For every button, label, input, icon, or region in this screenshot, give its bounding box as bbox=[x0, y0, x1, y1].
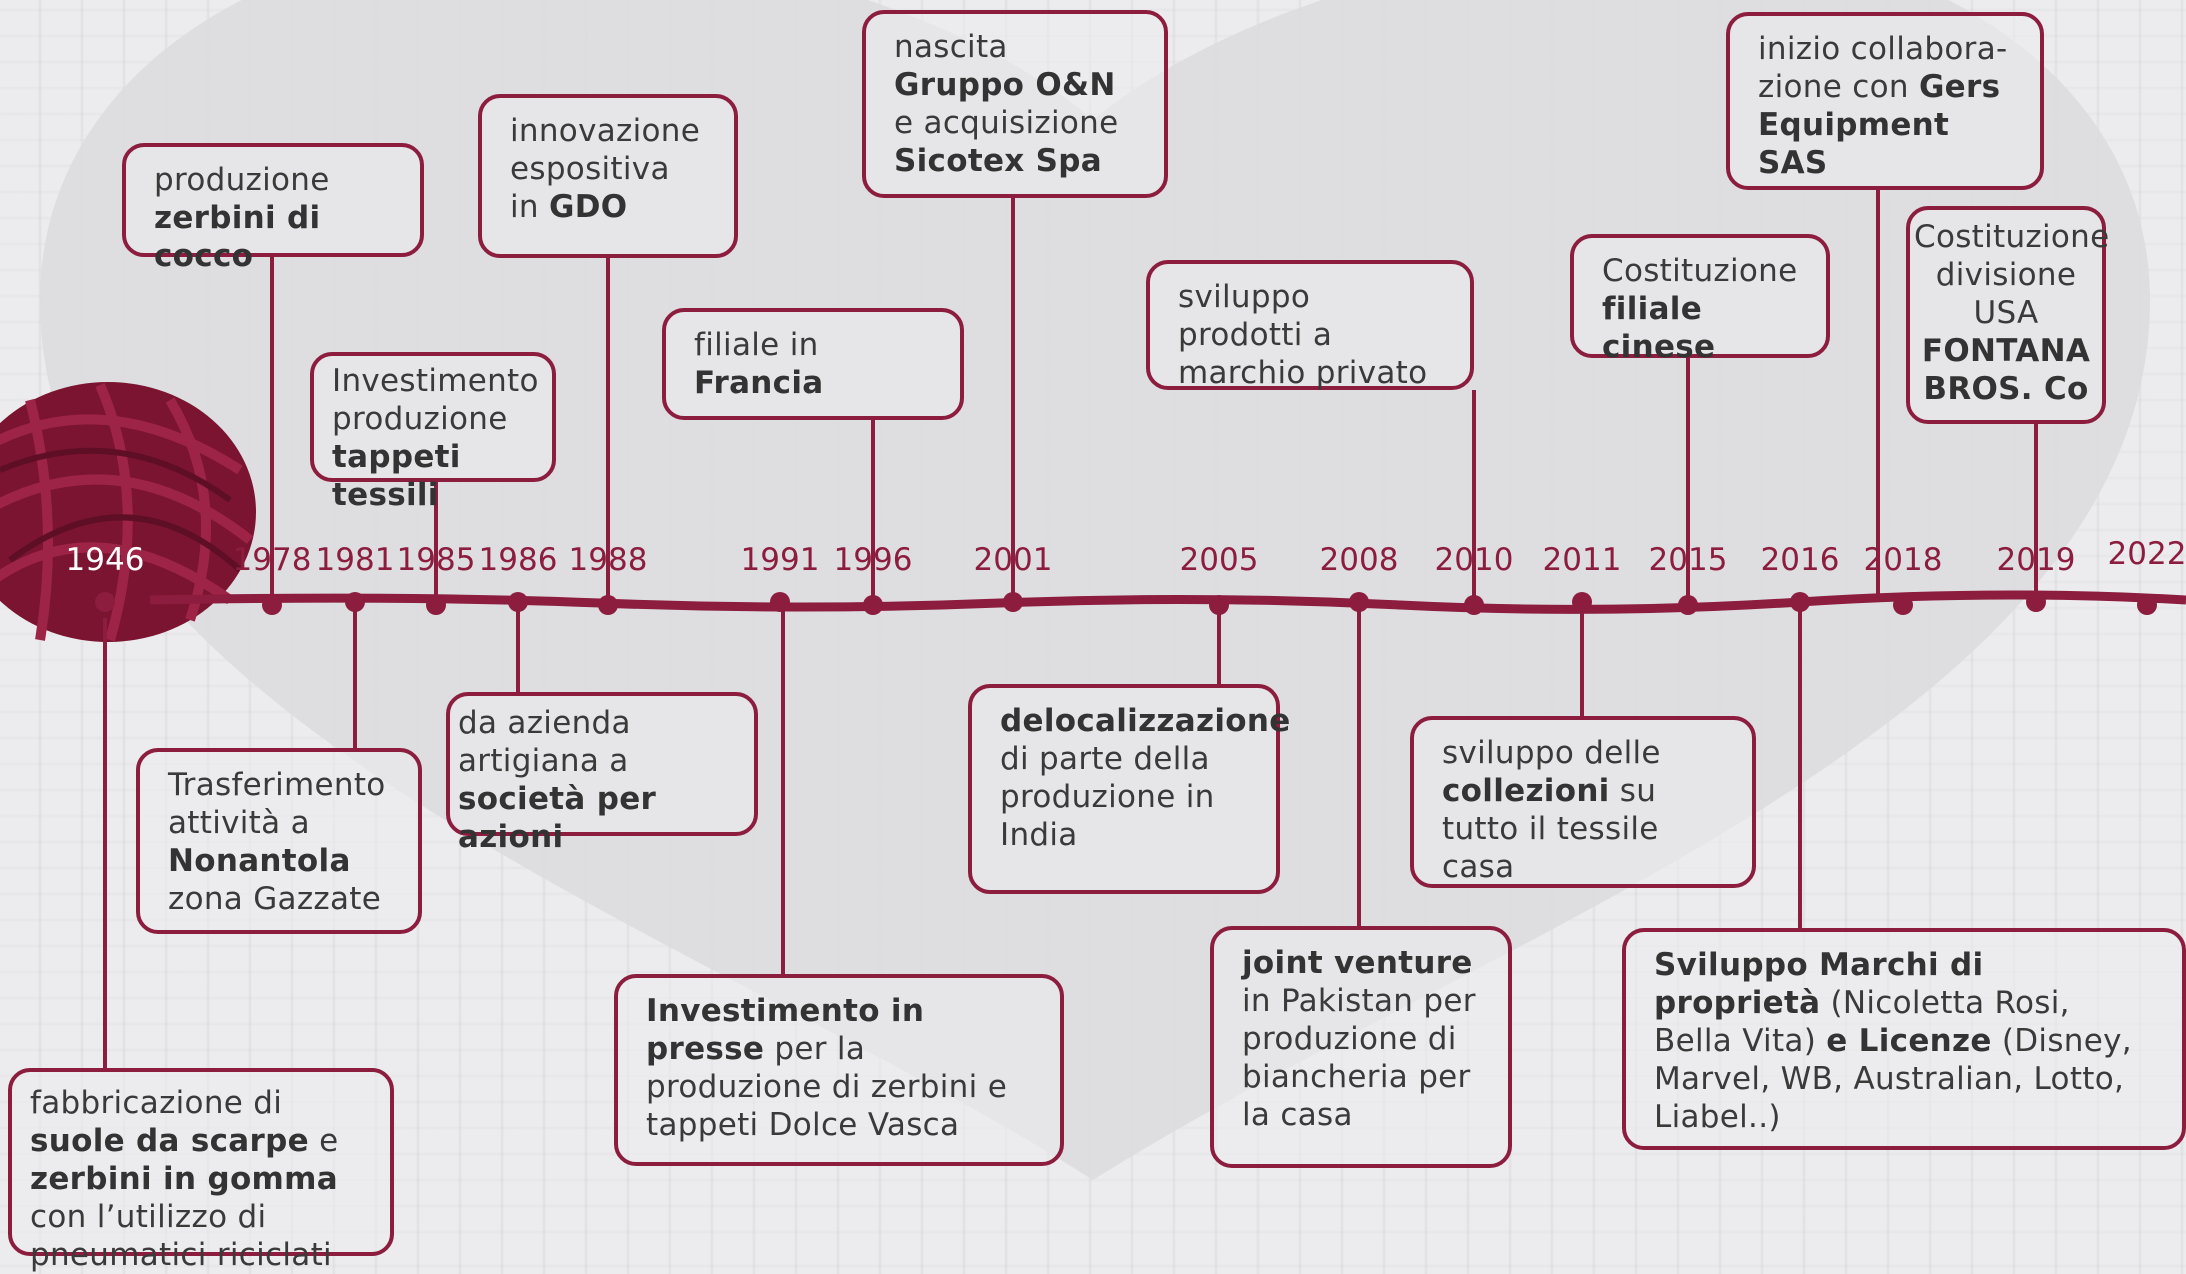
event-text: fabbricazione di bbox=[30, 1085, 283, 1121]
event-text: inizio collabora-zione con bbox=[1758, 31, 2008, 105]
event-text: Costituzione bbox=[1602, 253, 1798, 289]
event-text: sviluppo prodotti a marchio privato bbox=[1178, 279, 1428, 391]
event-text: Francia bbox=[694, 365, 824, 401]
timeline-dot-2008 bbox=[1349, 592, 1369, 612]
event-box-1978: produzione zerbini di cocco bbox=[122, 143, 424, 274]
event-box-2010: sviluppo prodotti a marchio privato bbox=[1146, 260, 1474, 391]
event-text: per la produzione di zerbini e tappeti D… bbox=[646, 1031, 1008, 1143]
timeline-dot-1946 bbox=[95, 592, 115, 612]
timeline-dot-2022 bbox=[2137, 595, 2157, 615]
event-text: tappeti tessili bbox=[332, 439, 461, 513]
year-label-2008: 2008 bbox=[1319, 542, 1399, 578]
timeline-dot-1988 bbox=[598, 595, 618, 615]
event-box-2001: nascita Gruppo O&N e acquisizione Sicote… bbox=[862, 10, 1168, 198]
event-text: e acquisizione bbox=[894, 105, 1119, 141]
event-text: GDO bbox=[549, 189, 628, 225]
year-label-2019: 2019 bbox=[1996, 542, 2076, 578]
event-box-1996: filiale in Francia bbox=[662, 308, 964, 420]
year-label-1978: 1978 bbox=[232, 542, 312, 578]
event-text: zona Gazzate bbox=[168, 881, 382, 917]
timeline-dot-1991 bbox=[770, 592, 790, 612]
event-text: da azienda artigiana a bbox=[458, 705, 631, 779]
event-box-1988: innovazione espositiva in GDO bbox=[478, 94, 738, 258]
event-text: e bbox=[308, 1123, 339, 1159]
event-text: delocalizzazione bbox=[1000, 703, 1291, 739]
event-box-2019: Costituzione divisione USA FONTANA BROS.… bbox=[1906, 206, 2109, 424]
event-text: sviluppo delle bbox=[1442, 735, 1661, 771]
event-text: zerbini di cocco bbox=[154, 200, 321, 274]
event-text: (Disney, Marvel, WB, Australian, Lotto, … bbox=[1654, 1023, 2132, 1135]
timeline-dot-1986 bbox=[508, 592, 528, 612]
timeline-dot-2015 bbox=[1678, 595, 1698, 615]
year-label-1986: 1986 bbox=[478, 542, 558, 578]
year-label-2011: 2011 bbox=[1542, 542, 1622, 578]
timeline-dot-2011 bbox=[1572, 592, 1592, 612]
year-label-1981: 1981 bbox=[315, 542, 395, 578]
timeline-dot-1981 bbox=[345, 592, 365, 612]
event-text: filiale in bbox=[694, 327, 819, 363]
year-label-1985: 1985 bbox=[396, 542, 476, 578]
event-text: Sicotex Spa bbox=[894, 143, 1102, 179]
event-text: innovazione espositiva in bbox=[510, 113, 701, 225]
event-text: con l’utilizzo di pneumatici riciclati bbox=[30, 1199, 332, 1273]
event-text: (Nicoletta Rosi, Bella Vita) bbox=[1654, 985, 2070, 1059]
event-box-2005: delocalizzazione di parte della produzio… bbox=[968, 684, 1290, 894]
year-label-2016: 2016 bbox=[1760, 542, 1840, 578]
year-label-2001: 2001 bbox=[973, 542, 1053, 578]
event-box-1985: Investimento produzione tappeti tessili bbox=[310, 352, 556, 513]
timeline-dot-2018 bbox=[1893, 595, 1913, 615]
event-box-2008: joint venture in Pakistan per produzione… bbox=[1210, 926, 1512, 1168]
year-label-1946: 1946 bbox=[65, 542, 145, 578]
timeline-dot-1985 bbox=[426, 595, 446, 615]
event-text: Trasferimento attività a bbox=[168, 767, 386, 841]
timeline-dot-2010 bbox=[1464, 595, 1484, 615]
timeline-dot-2016 bbox=[1790, 592, 1810, 612]
year-label-1991: 1991 bbox=[740, 542, 820, 578]
event-box-2015: Costituzione filiale cinese bbox=[1570, 234, 1830, 365]
event-text: suole da scarpe bbox=[30, 1123, 309, 1159]
event-text: nascita bbox=[894, 29, 1008, 65]
event-text: collezioni bbox=[1442, 773, 1610, 809]
event-box-2018: inizio collabora-zione con Gers Equipmen… bbox=[1726, 12, 2044, 190]
event-text: produzione bbox=[154, 162, 330, 198]
event-box-1946: fabbricazione di suole da scarpe e zerbi… bbox=[8, 1068, 394, 1273]
year-label-2018: 2018 bbox=[1863, 542, 1943, 578]
event-text: Costituzione divisione USA bbox=[1914, 219, 2110, 331]
year-label-2015: 2015 bbox=[1648, 542, 1728, 578]
event-box-1981: Trasferimento attività a Nonantola zona … bbox=[136, 748, 422, 934]
event-text: Investimento produzione bbox=[332, 363, 539, 437]
event-text: Gruppo O&N bbox=[894, 67, 1116, 103]
year-label-1996: 1996 bbox=[833, 542, 913, 578]
event-box-2016: Sviluppo Marchi di proprietà (Nicoletta … bbox=[1622, 928, 2186, 1150]
year-label-1988: 1988 bbox=[568, 542, 648, 578]
yarn-thread bbox=[149, 590, 2186, 614]
event-text: Gers Equipment SAS bbox=[1758, 69, 2001, 181]
event-text: di parte della produzione in India bbox=[1000, 741, 1215, 853]
event-text: su tutto il tessile casa bbox=[1442, 773, 1659, 885]
event-text: Sviluppo Marchi di proprietà bbox=[1654, 947, 1984, 1021]
event-text: zerbini in gomma bbox=[30, 1161, 338, 1197]
timeline-dot-2005 bbox=[1209, 595, 1229, 615]
event-box-2011: sviluppo delle collezioni su tutto il te… bbox=[1410, 716, 1756, 888]
event-text: in Pakistan per produzione di biancheria… bbox=[1242, 983, 1476, 1133]
timeline-dot-1996 bbox=[863, 595, 883, 615]
year-label-2010: 2010 bbox=[1434, 542, 1514, 578]
event-text: filiale cinese bbox=[1602, 291, 1716, 365]
event-text: joint venture bbox=[1242, 945, 1473, 981]
timeline-dot-2019 bbox=[2026, 592, 2046, 612]
year-label-2022: 2022 bbox=[2107, 536, 2186, 572]
year-label-2005: 2005 bbox=[1179, 542, 1259, 578]
event-text: FONTANA BROS. Co bbox=[1921, 333, 2091, 407]
event-text: società per azioni bbox=[458, 781, 657, 855]
yarn-ball bbox=[0, 382, 256, 642]
event-text: e Licenze bbox=[1826, 1023, 1992, 1059]
event-box-1991: Investimento in presse per la produzione… bbox=[614, 974, 1064, 1166]
timeline-dot-1978 bbox=[262, 595, 282, 615]
event-box-1986: da azienda artigiana a società per azion… bbox=[446, 692, 758, 855]
event-text: Investimento in presse bbox=[646, 993, 925, 1067]
timeline-dot-2001 bbox=[1003, 592, 1023, 612]
event-text: Nonantola bbox=[168, 843, 351, 879]
